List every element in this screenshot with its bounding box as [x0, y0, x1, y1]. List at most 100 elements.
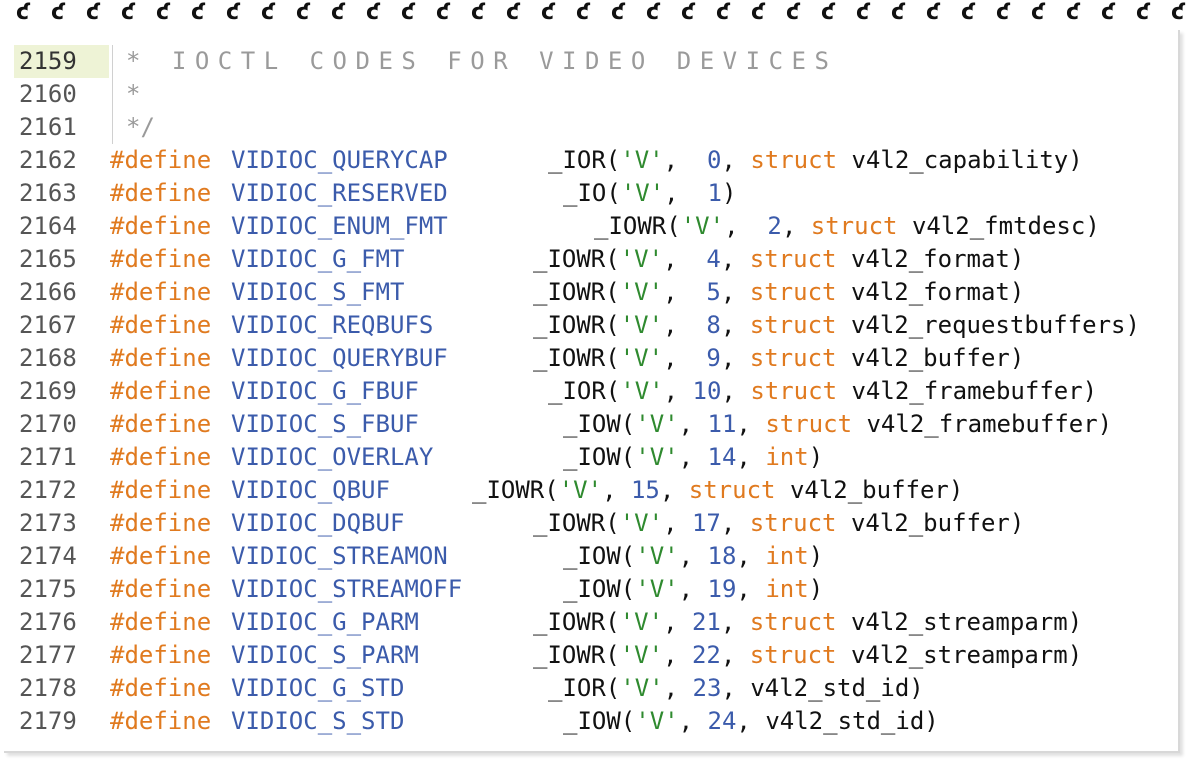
define-keyword: #define	[110, 542, 212, 570]
binding-ring-icon: ƈ	[926, 0, 940, 25]
line-number: 2160	[19, 80, 77, 108]
macro-name: VIDIOC_S_PARM	[231, 641, 419, 669]
ioctl-number: 4	[691, 245, 721, 273]
ioctl-macro: _IOW	[563, 575, 621, 603]
ioctl-macro: _IOW	[563, 542, 621, 570]
page-edge	[4, 30, 1180, 753]
type-name: v4l2_format	[850, 245, 1010, 273]
code-editor[interactable]: 2159 * IOCTL CODES FOR VIDEO DEVICES 216…	[0, 45, 1180, 738]
ioctl-number: 21	[691, 608, 721, 636]
struct-keyword: struct	[749, 608, 837, 636]
type-name: v4l2_std_id	[750, 674, 910, 702]
line-number: 2177	[19, 641, 77, 669]
define-keyword: #define	[110, 608, 212, 636]
binding-ring-icon: ƈ	[331, 0, 345, 25]
ioctl-macro: _IOWR	[472, 476, 545, 504]
macro-value: _IOWR('V', 9, struct v4l2_buffer)	[533, 344, 1025, 372]
ioctl-macro: _IO	[563, 179, 607, 207]
close-paren: )	[1009, 278, 1025, 306]
binding-ring-icon: ƈ	[16, 0, 30, 25]
struct-keyword: int	[765, 443, 809, 471]
line-number: 2165	[19, 245, 77, 273]
ioctl-number: 1	[693, 179, 722, 207]
indent-guide	[112, 45, 113, 78]
ioctl-number: 15	[630, 476, 660, 504]
struct-keyword: struct	[749, 509, 837, 537]
line-number: 2163	[19, 179, 77, 207]
define-keyword: #define	[110, 146, 212, 174]
line-number: 2173	[19, 509, 77, 537]
macro-value: _IOWR('V', 4, struct v4l2_format)	[533, 245, 1025, 273]
line-number: 2161	[19, 113, 77, 141]
string-literal: 'V'	[620, 179, 665, 207]
string-literal: 'V'	[619, 278, 664, 306]
binding-ring-icon: ƈ	[681, 0, 695, 25]
struct-keyword: struct	[688, 476, 776, 504]
define-keyword: #define	[110, 476, 212, 504]
struct-keyword: struct	[750, 377, 838, 405]
string-literal: 'V'	[635, 707, 679, 735]
ioctl-number: 23	[692, 674, 722, 702]
binding-ring-icon: ƈ	[786, 0, 800, 25]
ioctl-macro: _IOWR	[533, 641, 606, 669]
ioctl-number: 2	[752, 212, 782, 240]
close-paren: )	[909, 674, 924, 702]
macro-name: VIDIOC_DQBUF	[231, 509, 405, 537]
line-number: 2176	[19, 608, 77, 636]
ioctl-number: 22	[691, 641, 721, 669]
close-paren: )	[1009, 344, 1025, 372]
ioctl-number: 9	[691, 344, 721, 372]
code-line: 2161 */	[0, 111, 1180, 144]
macro-value: _IOWR('V', 15, struct v4l2_buffer)	[472, 476, 964, 504]
type-name: v4l2_streamparm	[850, 608, 1068, 636]
string-literal: 'V'	[620, 377, 664, 405]
define-keyword: #define	[110, 707, 212, 735]
binding-ring-icon: ƈ	[51, 0, 65, 25]
close-paren: )	[1082, 377, 1098, 405]
type-name: v4l2_std_id	[765, 707, 925, 735]
close-paren: )	[808, 542, 824, 570]
binding-ring-icon: ƈ	[261, 0, 275, 25]
close-paren: )	[721, 179, 737, 207]
define-keyword: #define	[110, 179, 212, 207]
define-keyword: #define	[110, 509, 212, 537]
macro-value: _IOR('V', 10, struct v4l2_framebuffer)	[548, 377, 1098, 405]
close-paren: )	[1009, 509, 1025, 537]
macro-value: _IOW('V', 24, v4l2_std_id)	[563, 707, 939, 735]
struct-keyword: struct	[749, 344, 837, 372]
line-number: 2171	[19, 443, 77, 471]
type-name: v4l2_buffer	[850, 344, 1010, 372]
define-keyword: #define	[110, 674, 212, 702]
type-name: v4l2_fmtdesc	[911, 212, 1086, 240]
line-number: 2167	[19, 311, 77, 339]
define-keyword: #define	[110, 377, 212, 405]
type-name: v4l2_streamparm	[850, 641, 1068, 669]
macro-name: VIDIOC_S_FMT	[231, 278, 405, 306]
macro-value: _IOWR('V', 22, struct v4l2_streamparm)	[533, 641, 1083, 669]
line-number: 2174	[19, 542, 77, 570]
macro-name: VIDIOC_QUERYBUF	[231, 344, 448, 372]
binding-ring-icon: ƈ	[401, 0, 415, 25]
define-keyword: #define	[110, 641, 212, 669]
ioctl-macro: _IOW	[563, 410, 621, 438]
line-number: 2159	[14, 45, 109, 78]
ioctl-macro: _IOW	[563, 707, 621, 735]
macro-name: VIDIOC_STREAMON	[231, 542, 448, 570]
binding-ring-icon: ƈ	[1101, 0, 1115, 25]
ioctl-number: 14	[707, 443, 737, 471]
ioctl-macro: _IOR	[548, 377, 606, 405]
binding-ring-icon: ƈ	[1171, 0, 1185, 25]
macro-name: VIDIOC_QBUF	[231, 476, 390, 504]
binding-ring-icon: ƈ	[646, 0, 660, 25]
binding-ring-icon: ƈ	[1136, 0, 1150, 25]
ioctl-macro: _IOW	[563, 443, 621, 471]
line-number: 2175	[19, 575, 77, 603]
code-line: 2177 #define VIDIOC_S_PARM _IOWR('V', 22, s…	[0, 639, 1180, 672]
